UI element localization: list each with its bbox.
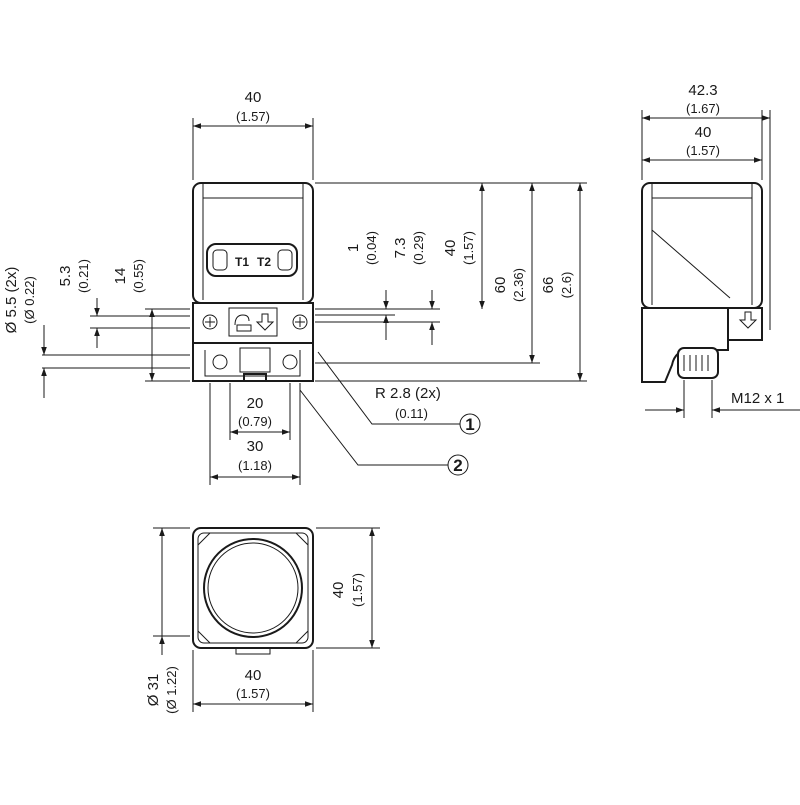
dim-1-in: (0.04): [364, 231, 379, 265]
connector-stub: [243, 373, 267, 382]
callout-1-leader: [317, 351, 460, 425]
dim-14-in: (0.55): [131, 259, 146, 293]
callout-1-circle: [459, 413, 481, 435]
side-arrow-down-icon: [738, 311, 758, 329]
front-width-mm: 40: [245, 89, 262, 106]
dim-1-mm: 1: [345, 244, 362, 252]
side-view: 42.3 (1.67) 40 (1.57) M12 x 1: [641, 82, 800, 418]
callout-2-label: 2: [453, 456, 462, 475]
hole-dia-mm: Ø 5.5 (2x): [3, 267, 20, 334]
dim-5-3-in: (0.21): [76, 259, 91, 293]
dim-5-3-mm: 5.3: [57, 266, 74, 287]
top-width-in: (1.57): [236, 686, 270, 701]
head-top-chamfer: [202, 183, 304, 199]
top-sensor-body: [192, 527, 314, 649]
callout-2-leader: [299, 389, 448, 466]
led-right-icon: [277, 249, 293, 271]
led-label-t2: T2: [257, 255, 271, 269]
dim-66-in: (2.6): [559, 272, 574, 299]
mounting-plate: [192, 302, 314, 344]
side-dim-40-mm: 40: [695, 124, 712, 141]
top-view: Ø 31 40 (1.57) 40 (1.57): [145, 527, 380, 712]
side-sensor-head: [641, 182, 763, 309]
top-height-mm: 40: [330, 582, 347, 599]
top-connector-stub: [235, 647, 271, 655]
radius-in: (0.11): [395, 406, 428, 421]
dim-40-mm: 40: [442, 240, 459, 257]
base-hole-left: [212, 354, 228, 370]
dim-60-in: (2.36): [511, 268, 526, 302]
sensing-face-outer: [203, 538, 303, 638]
led-window: [206, 243, 298, 277]
dim-14-mm: 14: [112, 268, 129, 285]
sensing-face-inner: [207, 542, 299, 634]
dim-66-mm: 66: [540, 277, 557, 294]
top-width-mm: 40: [245, 667, 262, 684]
mount-hole-left: [202, 314, 218, 330]
radius-mm: R 2.8 (2x): [375, 385, 441, 402]
side-dim-40-in: (1.57): [686, 143, 720, 158]
arrow-down-icon: [255, 313, 275, 331]
led-left-icon: [212, 249, 228, 271]
lock-icon: [234, 314, 252, 332]
hole-dia-in: (Ø 0.22): [22, 276, 37, 324]
dim-20-mm: 20: [247, 395, 264, 412]
top-height-in: (1.57): [350, 573, 365, 607]
dim-7-3-mm: 7.3: [392, 238, 409, 259]
dim-40-in: (1.57): [461, 231, 476, 265]
sensor-base: [192, 342, 314, 382]
lock-release-tab: [228, 307, 278, 337]
thread-label: M12 x 1: [731, 390, 784, 407]
callout-2-circle: [447, 454, 469, 476]
dim-7-3-in: (0.29): [411, 231, 426, 265]
dim-20-in: (0.79): [238, 414, 272, 429]
mount-hole-right: [292, 314, 308, 330]
callout-1-label: 1: [465, 415, 474, 434]
side-dim-42-3-in: (1.67): [686, 101, 720, 116]
face-dia-mm: Ø 31: [145, 674, 162, 707]
side-dim-42-3-mm: 42.3: [688, 82, 717, 99]
front-view: T1 T2 40 (1.57) 1 (0.04): [3, 89, 587, 485]
dim-60-mm: 60: [492, 277, 509, 294]
front-width-in: (1.57): [236, 109, 270, 124]
led-label-t1: T1: [235, 255, 249, 269]
dim-30-in: (1.18): [238, 458, 272, 473]
dim-30-mm: 30: [247, 438, 264, 455]
base-hole-right: [282, 354, 298, 370]
